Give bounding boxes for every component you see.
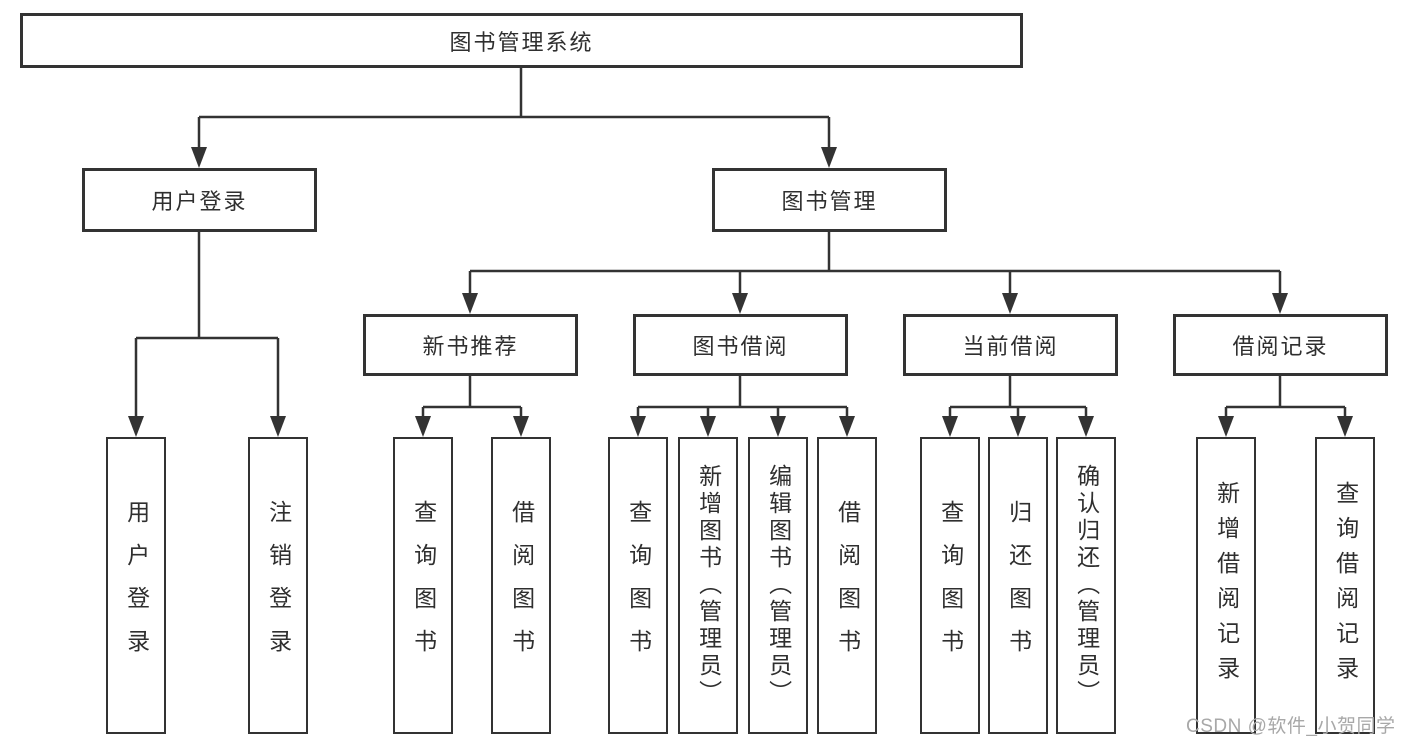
- leaf-add-book-admin-label: 新增图书（管理员）: [695, 464, 722, 707]
- connector-book-management-children: [462, 232, 1288, 314]
- node-current-borrow-label: 当前借阅: [962, 334, 1059, 359]
- leaf-add-borrow-record: 新增借阅记录: [1196, 437, 1256, 734]
- connector-new-book-children: [415, 376, 529, 437]
- node-user-login: 用户登录: [82, 168, 317, 232]
- leaf-edit-book-admin-label: 编辑图书（管理员）: [765, 464, 792, 707]
- leaf-query-books-borrow-label: 查询图书: [625, 499, 652, 672]
- leaf-confirm-return-admin: 确认归还（管理员）: [1056, 437, 1116, 734]
- node-book-management: 图书管理: [712, 168, 947, 232]
- watermark: CSDN @软件_小贺同学: [1186, 716, 1396, 737]
- leaf-return-books: 归还图书: [988, 437, 1048, 734]
- connector-user-login-children: [128, 232, 286, 437]
- connector-current-borrow-children: [942, 376, 1094, 437]
- node-new-book-recommend-label: 新书推荐: [422, 334, 519, 359]
- node-new-book-recommend: 新书推荐: [363, 314, 578, 376]
- connector-borrow-records-children: [1218, 376, 1353, 437]
- node-borrow-records: 借阅记录: [1173, 314, 1388, 376]
- leaf-query-books-current-label: 查询图书: [937, 499, 964, 672]
- leaf-query-borrow-record-label: 查询借阅记录: [1332, 480, 1359, 691]
- node-book-borrow: 图书借阅: [633, 314, 848, 376]
- leaf-borrow-books-recommend: 借阅图书: [491, 437, 551, 734]
- leaf-user-login-label: 用户登录: [123, 499, 150, 672]
- leaf-borrow-books-recommend-label: 借阅图书: [508, 499, 535, 672]
- node-book-management-label: 图书管理: [781, 189, 878, 214]
- leaf-query-books-borrow: 查询图书: [608, 437, 668, 734]
- connector-book-borrow-children: [630, 376, 855, 437]
- node-book-borrow-label: 图书借阅: [692, 334, 789, 359]
- node-current-borrow: 当前借阅: [903, 314, 1118, 376]
- node-root: 图书管理系统: [20, 13, 1023, 68]
- leaf-query-borrow-record: 查询借阅记录: [1315, 437, 1375, 734]
- leaf-query-books-recommend-label: 查询图书: [410, 499, 437, 672]
- node-root-label: 图书管理系统: [449, 29, 594, 55]
- node-borrow-records-label: 借阅记录: [1232, 334, 1329, 359]
- leaf-logout-label: 注销登录: [265, 499, 292, 672]
- leaf-borrow-books-label: 借阅图书: [834, 499, 861, 672]
- leaf-confirm-return-admin-label: 确认归还（管理员）: [1073, 464, 1100, 707]
- leaf-add-borrow-record-label: 新增借阅记录: [1213, 480, 1240, 691]
- leaf-query-books-recommend: 查询图书: [393, 437, 453, 734]
- leaf-return-books-label: 归还图书: [1005, 499, 1032, 672]
- node-user-login-label: 用户登录: [151, 189, 248, 214]
- leaf-user-login: 用户登录: [106, 437, 166, 734]
- connector-root-to-level2: [191, 68, 837, 168]
- leaf-add-book-admin: 新增图书（管理员）: [678, 437, 738, 734]
- leaf-borrow-books: 借阅图书: [817, 437, 877, 734]
- leaf-logout: 注销登录: [248, 437, 308, 734]
- leaf-edit-book-admin: 编辑图书（管理员）: [748, 437, 808, 734]
- leaf-query-books-current: 查询图书: [920, 437, 980, 734]
